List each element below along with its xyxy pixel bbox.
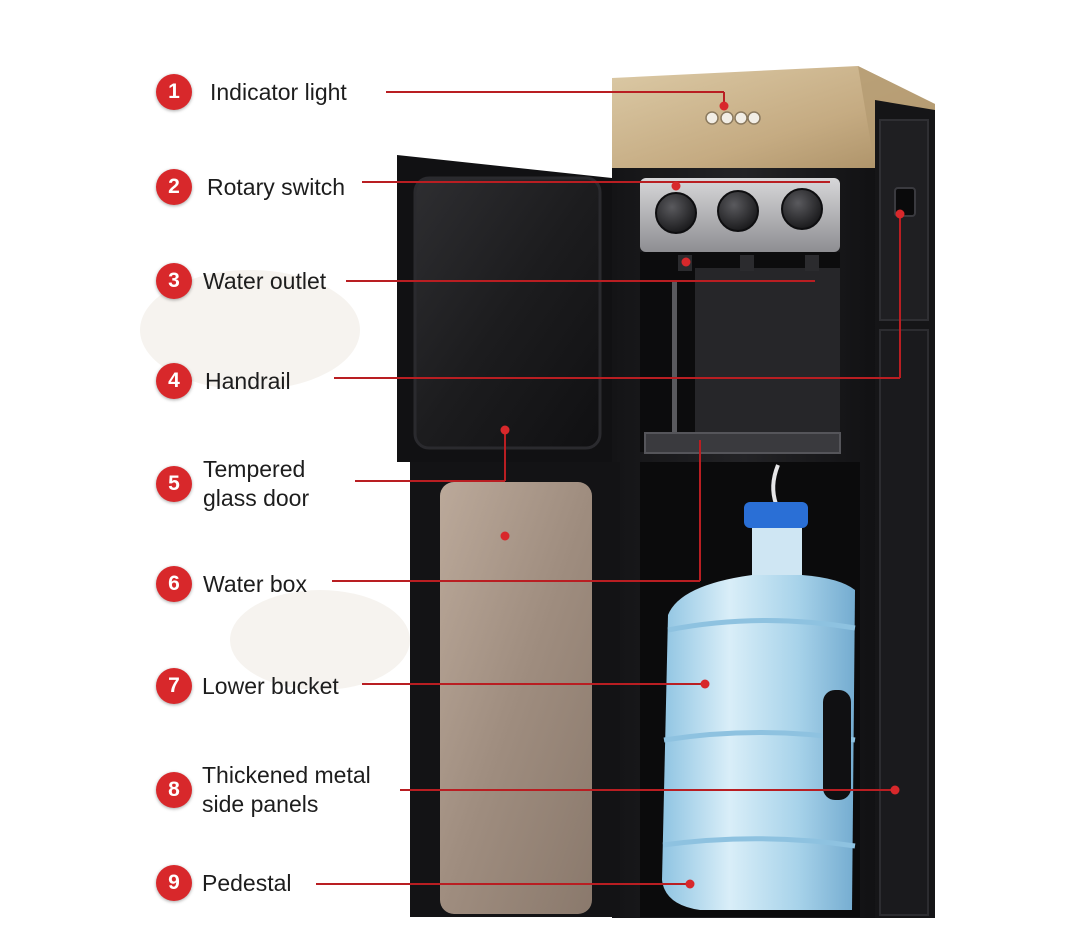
leader-dot-4 <box>895 209 905 219</box>
callout-number-badge: 4 <box>156 363 192 399</box>
callout-label-line: Handrail <box>205 367 291 394</box>
callout-label: Water outlet <box>203 267 326 296</box>
side-panel-lower <box>879 329 929 916</box>
rotary-knob-icon <box>655 192 697 234</box>
callout-label-line: Tempered <box>203 456 306 482</box>
lower-door-glass <box>440 482 592 914</box>
side-panel-upper <box>879 119 929 321</box>
bottle-handle <box>823 690 851 800</box>
callout-label-line: Water outlet <box>203 267 327 294</box>
leader-dot-7 <box>700 679 710 689</box>
leader-dot-8 <box>890 785 900 795</box>
water-bottle <box>662 502 856 910</box>
callout-number-badge: 3 <box>156 263 192 299</box>
callout-label: Rotary switch <box>207 173 345 202</box>
leader-dot-1 <box>719 101 729 111</box>
callout-label: Pedestal <box>202 869 292 898</box>
background-shape <box>140 270 360 390</box>
callout-label-line: glass door <box>203 485 310 511</box>
pipe <box>672 280 677 440</box>
leader-dot-5 <box>500 425 510 435</box>
callout-label: Water box <box>203 570 307 599</box>
callout-label: Lower bucket <box>202 672 339 701</box>
callout-number-badge: 1 <box>156 74 192 110</box>
rotary-knob-icon <box>781 188 823 230</box>
bottle-cap-icon <box>744 502 808 528</box>
callout-label: Thickened metal side panels <box>202 761 371 819</box>
handrail-icon <box>894 187 916 217</box>
background-shape <box>230 590 410 690</box>
callout-number-badge: 9 <box>156 865 192 901</box>
leader-dot-6 <box>500 531 510 541</box>
callout-label: Indicator light <box>210 78 347 107</box>
callout-label-line: Indicator light <box>210 78 347 105</box>
callout-number-badge: 6 <box>156 566 192 602</box>
callout-label: Handrail <box>205 367 291 396</box>
callout-label-line: Rotary switch <box>207 173 346 200</box>
water-tube <box>771 464 780 505</box>
callout-label: Tempered glass door <box>203 455 309 513</box>
callout-label-line: Pedestal <box>202 869 292 896</box>
leader-dot-9 <box>685 879 695 889</box>
callout-number-badge: 2 <box>156 169 192 205</box>
callout-number-badge: 8 <box>156 772 192 808</box>
callout-label-line: Lower bucket <box>202 672 339 699</box>
callout-label-line: Water box <box>203 570 307 597</box>
callout-label-line: side panels <box>202 791 319 817</box>
niche-back-panel <box>695 268 840 440</box>
leader-dot-2 <box>671 181 681 191</box>
rotary-knob-icon <box>717 190 759 232</box>
callout-number-badge: 7 <box>156 668 192 704</box>
indicator-light-icons <box>705 111 761 125</box>
leader-dot-3 <box>681 257 691 267</box>
drip-tray <box>644 432 841 454</box>
callout-number-badge: 5 <box>156 466 192 502</box>
upper-door-glass <box>413 176 602 450</box>
callout-label-line: Thickened metal <box>202 762 371 788</box>
